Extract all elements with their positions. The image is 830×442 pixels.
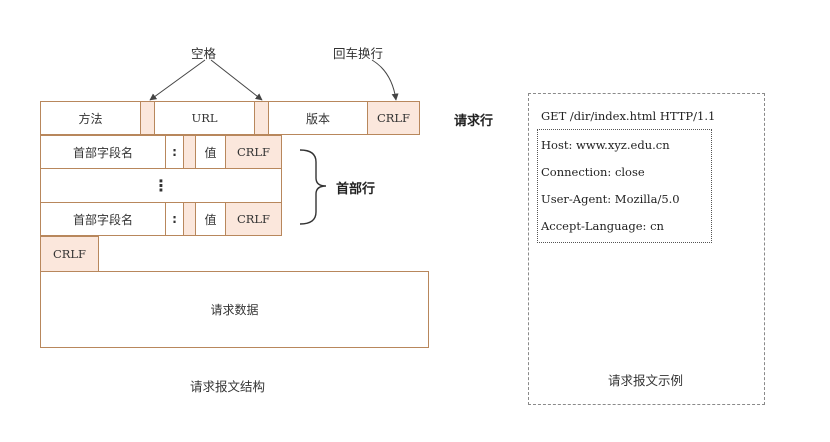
- colon-label-1: :: [172, 145, 177, 159]
- crlf-arrow: [371, 59, 399, 101]
- header-field-cell-2: 首部字段名: [40, 202, 166, 236]
- url-label: URL: [191, 111, 218, 125]
- request-line-label: 请求行: [454, 114, 494, 129]
- value-label-1: 值: [204, 145, 217, 160]
- example-caption: 请求报文示例: [608, 373, 684, 388]
- request-line-crlf-cell: CRLF: [367, 101, 420, 135]
- ellipsis-label: ⋮: [153, 176, 169, 195]
- version-label: 版本: [305, 111, 330, 126]
- header-field-cell-1: 首部字段名: [40, 135, 166, 169]
- request-line-crlf-label: CRLF: [376, 111, 411, 125]
- request-body-cell: 请求数据: [40, 271, 429, 348]
- version-cell: 版本: [268, 101, 368, 135]
- example-header-line: Accept-Language: cn: [541, 219, 664, 233]
- example-request-line: GET /dir/index.html HTTP/1.1: [541, 109, 716, 123]
- structure-caption: 请求报文结构: [190, 379, 266, 394]
- header-crlf-label-2: CRLF: [236, 212, 271, 226]
- space-label: 空格: [191, 46, 217, 61]
- value-cell-2: 值: [195, 202, 226, 236]
- header-crlf-cell-2: CRLF: [225, 202, 282, 236]
- method-cell: 方法: [40, 101, 141, 135]
- request-body-label: 请求数据: [210, 303, 259, 317]
- blank-line-crlf-cell: CRLF: [40, 236, 99, 272]
- header-field-label-1: 首部字段名: [72, 145, 133, 160]
- header-field-label-2: 首部字段名: [72, 212, 133, 227]
- request-example-panel: [528, 93, 765, 405]
- header-lines-label: 首部行: [336, 182, 376, 197]
- example-header-line: Connection: close: [541, 165, 645, 179]
- header-crlf-label-1: CRLF: [236, 145, 271, 159]
- ellipsis-row: ⋮: [40, 168, 282, 203]
- space-arrow-right: [210, 59, 263, 101]
- value-label-2: 值: [204, 212, 217, 227]
- example-header-line: User-Agent: Mozilla/5.0: [541, 192, 680, 206]
- example-header-line: Host: www.xyz.edu.cn: [541, 138, 670, 152]
- example-headers-box: [537, 129, 712, 243]
- crlf-label: 回车换行: [333, 46, 384, 61]
- header-brace: [299, 149, 327, 225]
- blank-line-crlf-label: CRLF: [52, 247, 87, 261]
- space-arrow-left: [149, 59, 206, 101]
- colon-label-2: :: [172, 212, 177, 226]
- method-label: 方法: [78, 111, 103, 126]
